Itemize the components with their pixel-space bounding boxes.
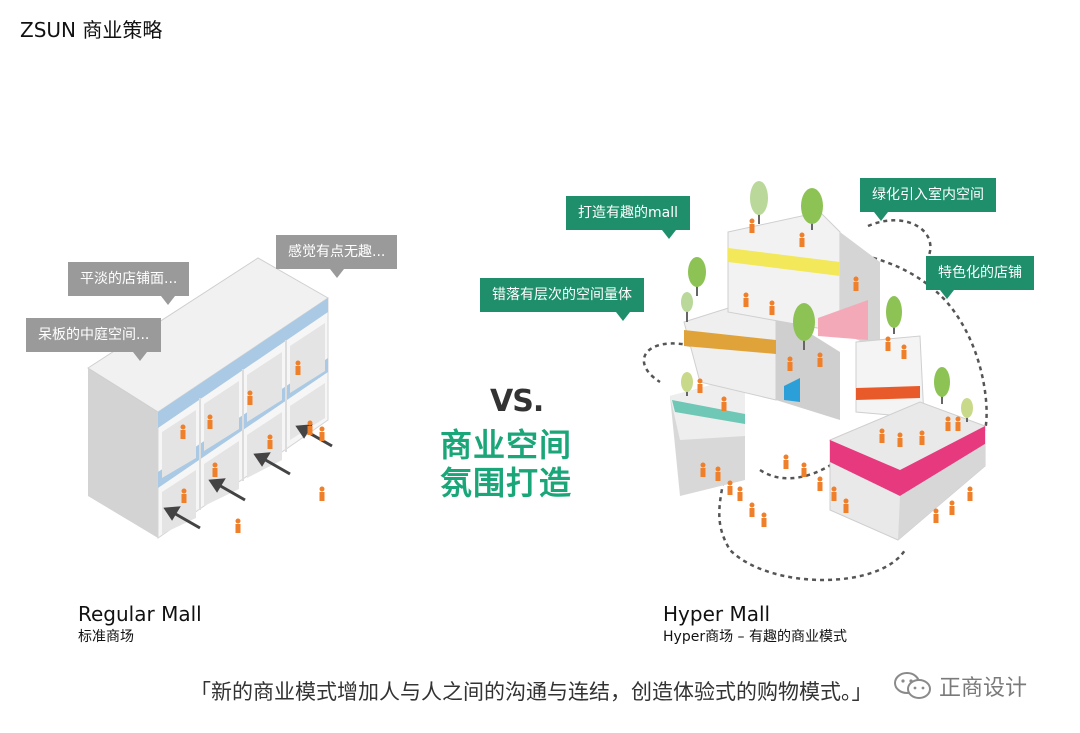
wechat-icon xyxy=(894,672,931,699)
hyper-mall-subtitle: Hyper商场 – 有趣的商业模式 xyxy=(663,629,847,645)
entry-arrows xyxy=(163,424,333,530)
footer-quote: 「新的商业模式增加人与人之间的沟通与连结，创造体验式的购物模式。」 xyxy=(190,680,873,704)
hyper-block-a xyxy=(670,376,745,496)
hyper-block-d xyxy=(818,300,868,340)
regular-mall-title: Regular Mall xyxy=(78,602,202,626)
callout-greenery: 绿化引入室内空间 xyxy=(860,178,996,221)
vs-headline-line2: 氛围打造 xyxy=(440,464,573,502)
hyper-block-e xyxy=(855,335,925,419)
regular-mall-subtitle: 标准商场 xyxy=(78,629,134,645)
hyper-mall-title: Hyper Mall xyxy=(663,602,771,626)
callout-bland-storefront: 平淡的店铺面... xyxy=(68,262,190,305)
hyper-block-b xyxy=(683,297,840,420)
regular-mall-building xyxy=(87,257,329,539)
vs-label: VS. xyxy=(490,384,544,419)
callout-layered-volumes: 错落有层次的空间量体 xyxy=(480,278,644,321)
hyper-block-c xyxy=(727,211,880,350)
brand-mark: 正商设计 xyxy=(893,670,1027,702)
page-title: ZSUN 商业策略 xyxy=(20,18,163,42)
brand-name: 正商设计 xyxy=(939,676,1028,701)
callout-featured-stores: 特色化的店铺 xyxy=(926,256,1034,299)
hyper-block-f xyxy=(829,401,986,541)
callout-fun-mall: 打造有趣的mall xyxy=(566,196,690,239)
vs-headline-line1: 商业空间 xyxy=(440,426,573,464)
trees xyxy=(681,181,973,422)
people-regular xyxy=(180,360,325,533)
callout-rigid-atrium: 呆板的中庭空间... xyxy=(26,318,162,361)
people-hyper xyxy=(697,218,973,527)
callout-boring: 感觉有点无趣... xyxy=(276,235,398,278)
